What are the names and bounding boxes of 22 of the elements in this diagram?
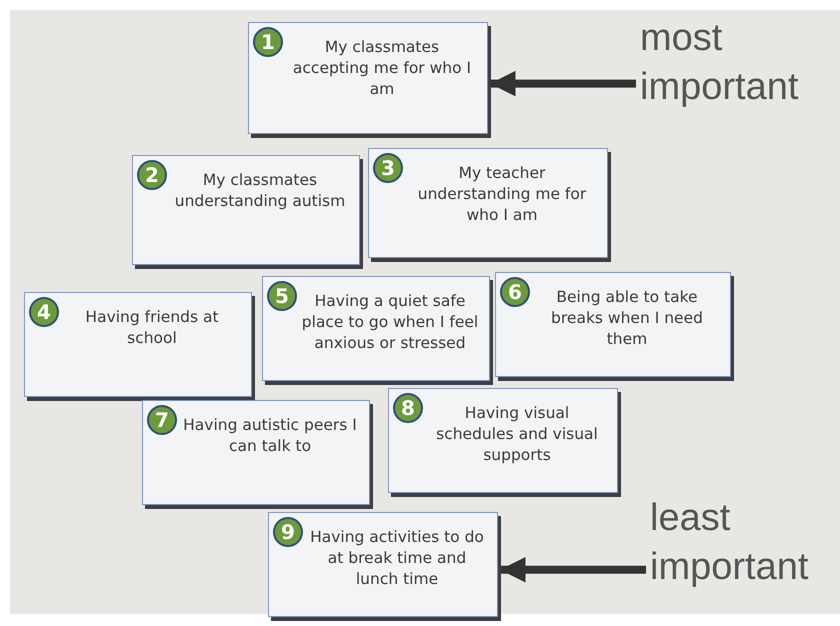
card-text: Having a quiet safe place to go when I feel anxious or stressed <box>301 291 479 354</box>
card-text: Having friends at school <box>84 307 220 349</box>
rank-number: 7 <box>147 405 177 435</box>
rank-number: 8 <box>393 393 423 423</box>
rank-number: 4 <box>29 297 59 327</box>
rank-number: 1 <box>253 27 283 57</box>
rank-number: 6 <box>500 277 530 307</box>
card-text: Being able to take breaks when I need them <box>550 287 704 350</box>
card-text: My classmates accepting me for who I am <box>292 37 472 100</box>
rank-label: least important <box>650 496 810 590</box>
card-text: Having autistic peers I can talk to <box>182 415 358 457</box>
rank-number: 9 <box>273 517 303 547</box>
rank-number: 5 <box>267 281 297 311</box>
rank-label: most important <box>640 16 800 110</box>
card-text: My classmates understanding autism <box>174 170 346 212</box>
rank-number: 2 <box>137 160 167 190</box>
card-text: Having visual schedules and visual supports <box>435 403 599 466</box>
arrow <box>490 70 636 96</box>
rank-number: 3 <box>373 153 403 183</box>
card-text: My teacher understanding me for who I am <box>416 163 588 226</box>
arrow <box>500 556 646 583</box>
card-text: Having activities to do at break time and lunch time <box>309 527 485 590</box>
